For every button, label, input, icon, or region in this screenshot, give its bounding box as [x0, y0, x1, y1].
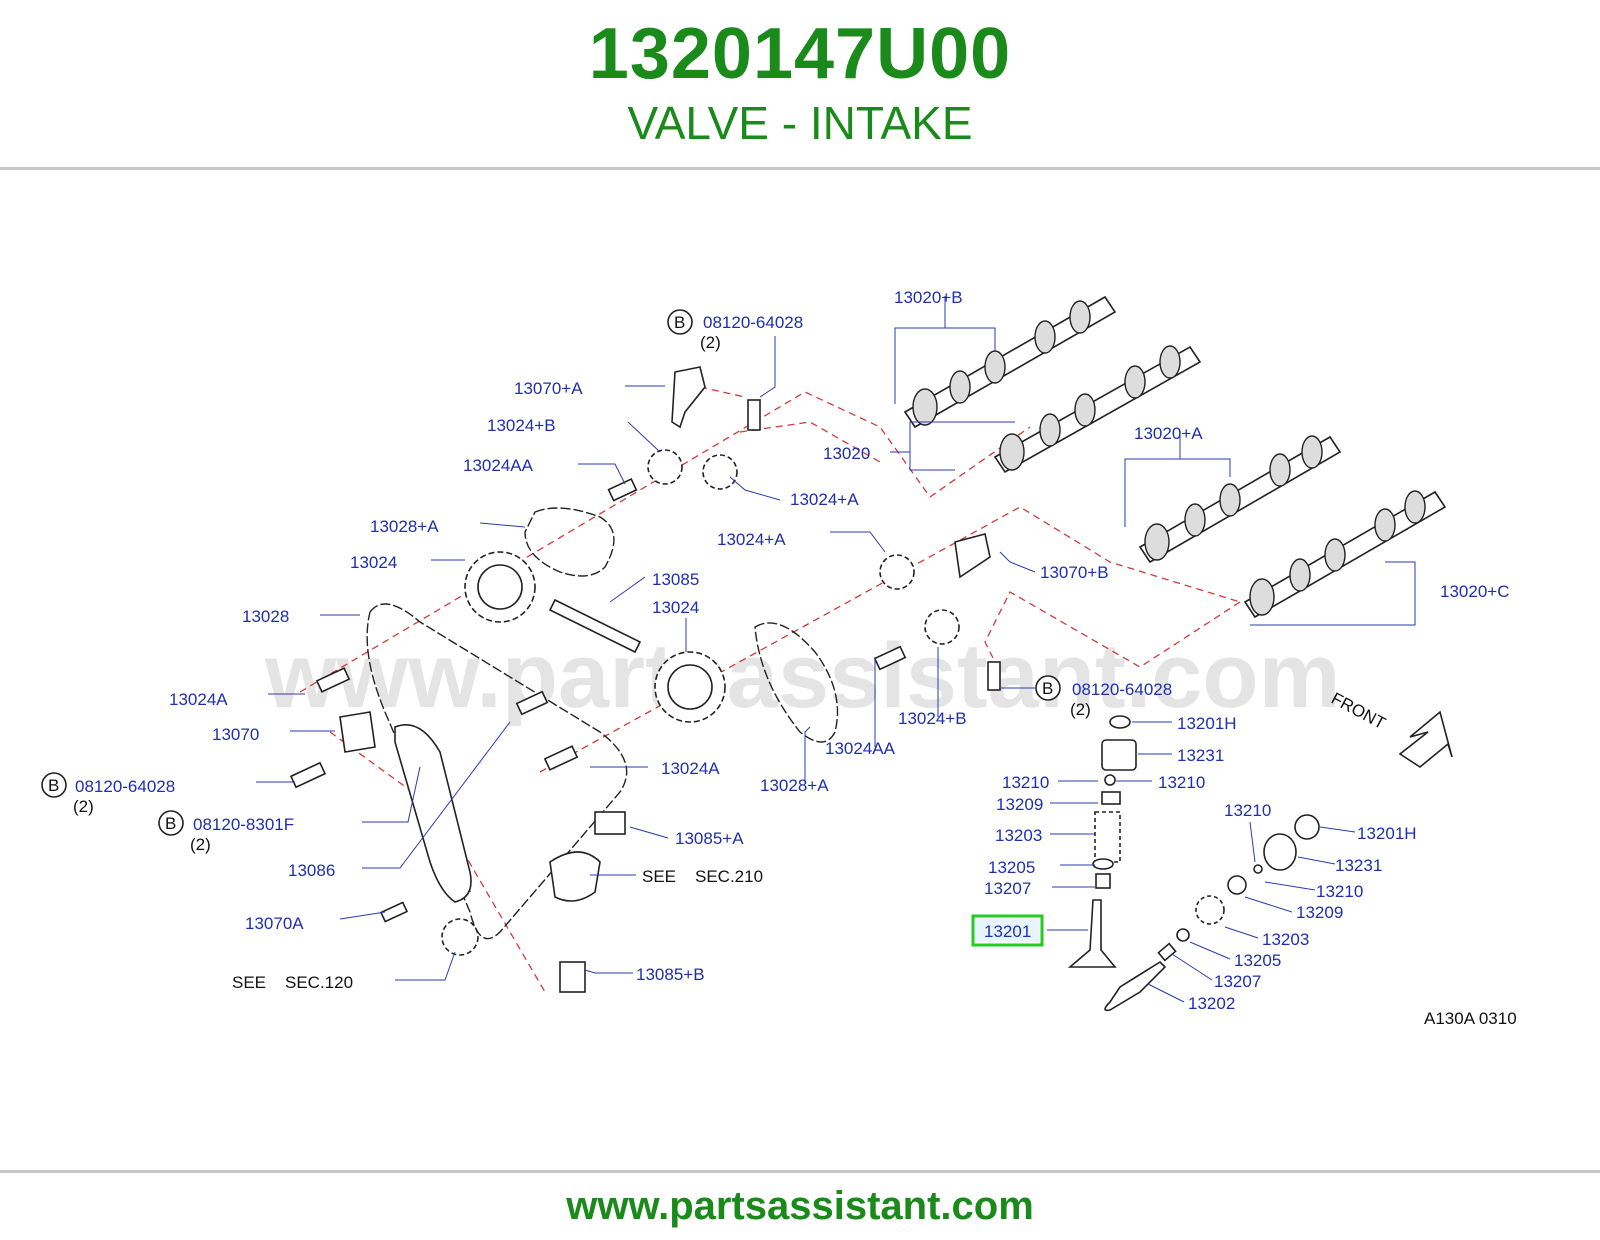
callout-13231-right: 13231 [1335, 856, 1382, 875]
bolt-marker-2-letter: B [48, 776, 59, 795]
callout-08120-64028-top: 08120-64028 [703, 313, 803, 332]
valve-assembly-left [1067, 715, 1137, 968]
callout-13070-plus-b: 13070+B [1040, 563, 1109, 582]
callout-13086: 13086 [288, 861, 335, 880]
callout-see-center: SEE [642, 867, 676, 886]
bolt-marker-1 [667, 309, 693, 335]
callout-08120-64028-right: 08120-64028 [1072, 680, 1172, 699]
sprocket-13024-large [464, 551, 536, 623]
callout-08120-64028-left: 08120-64028 [75, 777, 175, 796]
bolts [289, 399, 1001, 923]
callout-13201: 13201 [984, 922, 1031, 941]
callout-13210-left-a: 13210 [1002, 773, 1049, 792]
callout-13202: 13202 [1188, 994, 1235, 1013]
leader-lines [256, 296, 1416, 1003]
camshaft-upper-right [993, 345, 1202, 474]
callout-13024a-center: 13024A [661, 759, 720, 778]
highlight-13201 [971, 914, 1044, 947]
diagram-code: A130A 0310 [1424, 1009, 1517, 1028]
callout-labels: 08120-64028 (2) 13070+A 13024+B 13024AA … [73, 288, 1517, 1028]
callout-13207-left: 13207 [984, 879, 1031, 898]
sprocket-13024-center [654, 651, 726, 723]
callout-13020-plus-b: 13020+B [894, 288, 963, 307]
callout-13020-plus-a: 13020+A [1134, 424, 1203, 443]
callout-13028-plus-a-center: 13028+A [760, 776, 829, 795]
callout-13201h-left: 13201H [1177, 714, 1237, 733]
camshaft-lower-left [1138, 435, 1342, 564]
callout-13209-left: 13209 [996, 795, 1043, 814]
callout-13024-center: 13024 [652, 598, 699, 617]
callout-13024-left: 13024 [350, 553, 397, 572]
callout-13201h-right: 13201H [1357, 824, 1417, 843]
callout-13085-plus-b: 13085+B [636, 965, 705, 984]
callout-13024-plus-a-mid: 13024+A [717, 530, 786, 549]
callout-qty-left: (2) [73, 797, 94, 816]
callout-13203-right: 13203 [1262, 930, 1309, 949]
callout-13085-plus-a: 13085+A [675, 829, 744, 848]
callout-13024-plus-b-center: 13024+B [898, 709, 967, 728]
bolt-marker-1-letter: B [674, 313, 685, 332]
callout-13028-plus-a-left: 13028+A [370, 517, 439, 536]
bolt-marker-3 [158, 810, 184, 836]
callout-13070-plus-a: 13070+A [514, 379, 583, 398]
callout-13028: 13028 [242, 607, 289, 626]
callout-qty-right: (2) [1070, 700, 1091, 719]
callout-qty-8301f: (2) [190, 835, 211, 854]
callout-13205-left: 13205 [988, 858, 1035, 877]
part-description: VALVE - INTAKE [627, 97, 973, 149]
callout-13207-right: 13207 [1214, 972, 1261, 991]
sprocket-small-1 [441, 449, 960, 956]
callout-13205-right: 13205 [1234, 951, 1281, 970]
callout-13203-left: 13203 [995, 826, 1042, 845]
callout-13024a-left: 13024A [169, 690, 228, 709]
highlight-13201-fill [976, 919, 1039, 942]
callout-13024aa-left: 13024AA [463, 456, 534, 475]
camshaft-lower-right [1243, 490, 1447, 619]
callout-13210-right-a: 13210 [1224, 801, 1271, 820]
camshaft-upper-left [903, 295, 1117, 429]
footer-url-link[interactable]: www.partsassistant.com [566, 1184, 1034, 1228]
callout-13085: 13085 [652, 570, 699, 589]
callout-13070a: 13070A [245, 914, 304, 933]
callout-qty-top: (2) [700, 333, 721, 352]
callout-13020: 13020 [823, 444, 870, 463]
bolt-marker-4-letter: B [1042, 679, 1053, 698]
callout-sec-120: SEC.120 [285, 973, 353, 992]
part-number-title: 1320147U00 [588, 14, 1012, 94]
callout-13020-plus-c: 13020+C [1440, 582, 1509, 601]
callout-13210-left-b: 13210 [1158, 773, 1205, 792]
watermark: www.partsassistant.com [264, 625, 1340, 727]
header-divider [0, 167, 1600, 170]
parts-diagram: www.partsassistant.com [41, 288, 1517, 1028]
bolt-marker-2 [41, 772, 67, 798]
bolt-markers: B B B B [41, 309, 1061, 836]
callout-13209-right: 13209 [1296, 903, 1343, 922]
callout-13070: 13070 [212, 725, 259, 744]
callout-see-left: SEE [232, 973, 266, 992]
chain-guides [339, 366, 991, 993]
callout-08120-8301f: 08120-8301F [193, 815, 294, 834]
callout-13024-plus-a-top: 13024+A [790, 490, 859, 509]
valve-assembly-right [1104, 814, 1320, 1012]
page-header: 1320147U00 VALVE - INTAKE [0, 0, 1600, 168]
footer-divider [0, 1170, 1600, 1173]
callout-13210-right-b: 13210 [1316, 882, 1363, 901]
callout-13024-plus-b-top: 13024+B [487, 416, 556, 435]
bolt-marker-3-letter: B [165, 814, 176, 833]
callout-13231-left: 13231 [1177, 746, 1224, 765]
callout-13024aa-center: 13024AA [825, 739, 896, 758]
front-indicator: FRONT [1328, 689, 1453, 768]
callout-sec-210: SEC.210 [695, 867, 763, 886]
bolt-marker-4 [1035, 675, 1061, 701]
